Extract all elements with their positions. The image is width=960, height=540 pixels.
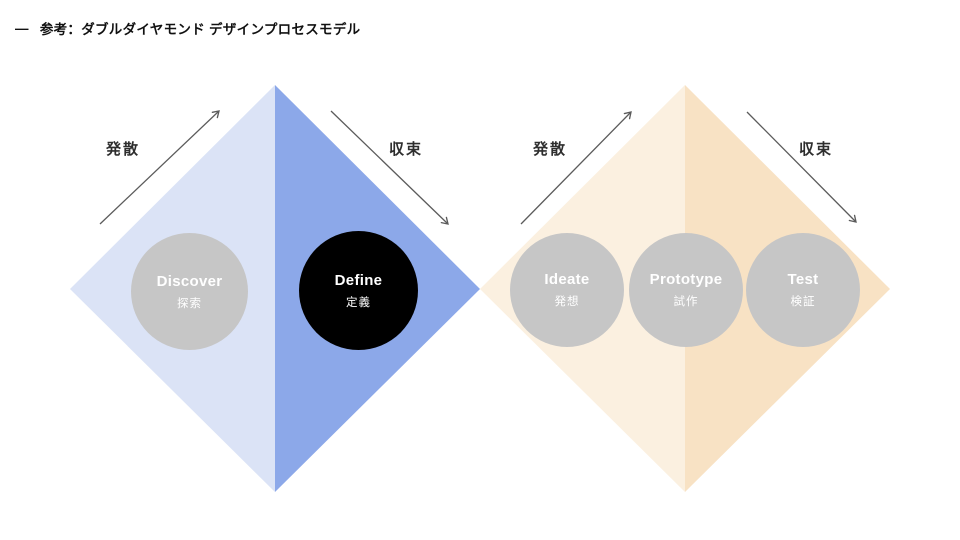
stage-discover: Discover 探索 [131, 233, 248, 350]
stage-test-label-ja: 検証 [790, 296, 816, 308]
stage-ideate-label-ja: 発想 [554, 296, 580, 308]
stage-prototype: Prototype 試作 [629, 233, 743, 347]
stage-define-label-en: Define [334, 271, 383, 289]
converge-label-2: 収束 [799, 141, 834, 158]
stage-test: Test 検証 [746, 233, 860, 347]
slide-title-row: — 参考：ダブルダイヤモンド デザインプロセスモデル [15, 18, 360, 38]
stage-define-label-ja: 定義 [346, 296, 371, 309]
stage-define: Define 定義 [299, 231, 418, 350]
title-dash: — [15, 20, 29, 36]
diverge-arrow-1 [99, 110, 220, 225]
stage-ideate: Ideate 発想 [510, 233, 624, 347]
converge-arrow-2 [746, 111, 857, 223]
converge-arrow-1 [330, 110, 449, 225]
diverge-label-2: 発散 [533, 141, 568, 158]
stage-discover-label-en: Discover [156, 272, 223, 290]
page-title: 参考：ダブルダイヤモンド デザインプロセスモデル [39, 22, 361, 37]
stage-prototype-label-en: Prototype [649, 271, 723, 288]
stage-test-label-en: Test [787, 271, 819, 288]
diverge-arrow-2 [520, 111, 632, 225]
converge-label-1: 収束 [389, 141, 424, 158]
stage-prototype-label-ja: 試作 [673, 296, 699, 308]
stage-discover-label-ja: 探索 [177, 297, 202, 310]
stage-ideate-label-en: Ideate [544, 271, 590, 288]
diverge-label-1: 発散 [106, 141, 141, 158]
